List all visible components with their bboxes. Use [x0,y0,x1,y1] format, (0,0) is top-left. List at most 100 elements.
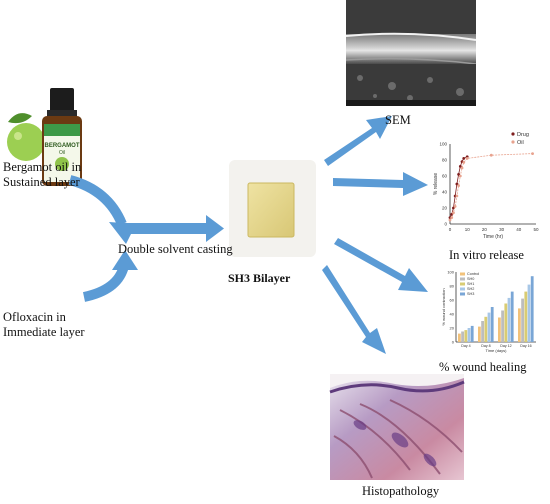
arrow-head-to-bilayer [206,215,224,242]
healing-label: % wound healing [439,360,527,374]
histopathology-label: Histopathology [362,484,440,498]
healing-bar-control [518,308,521,342]
release-x-tick-label: 40 [516,227,522,232]
healing-bar-sh2 [487,312,491,342]
healing-y-tick-label: 0 [452,340,455,345]
sem-label: SEM [385,113,411,127]
healing-bar-sh1 [484,316,488,342]
ofloxacin-label: Ofloxacin in Immediate layer [3,310,85,339]
arrow-to-healing [334,238,428,292]
healing-legend-label: SH2 [467,287,474,291]
healing-bar-sh1 [464,330,468,342]
arrow-to-release [333,172,428,196]
healing-bar-control [498,317,501,342]
healing-y-tick-label: 60 [450,298,455,303]
release-y-tick-label: 40 [442,190,448,195]
release-series-line-drug [449,156,468,218]
release-label: In vitro release [449,248,524,262]
casting-label: Double solvent casting [118,242,233,256]
bergamot-label: Bergamot oil in Sustained layer [3,160,82,189]
healing-bar-sh3 [510,291,514,342]
release-y-tick-label: 100 [439,142,447,147]
arrow-head-ofloxacin [112,250,138,270]
healing-legend-swatch-sh3 [460,292,465,296]
healing-bar-sh0 [481,321,484,342]
healing-bar-sh2 [507,297,511,342]
release-point-oil [458,174,462,178]
release-point-oil [460,166,464,170]
healing-legend-label: SH3 [467,292,474,296]
release-point-drug [462,157,466,160]
healing-bar-sh1 [524,291,528,342]
healing-x-tick-label: Day 4 [461,344,470,348]
healing-legend-swatch-control [460,272,465,276]
healing-bar-sh2 [467,328,471,342]
release-y-tick-label: 20 [442,206,448,211]
release-legend-label: Oil [517,140,524,146]
sem-micrograph-image [345,0,477,106]
bottle-brand-label: BERGAMOT [45,143,80,149]
healing-legend-swatch-sh0 [460,277,465,281]
healing-bar-sh2 [527,284,531,342]
healing-y-tick-label: 40 [450,312,455,317]
healing-y-tick-label: 20 [450,326,455,331]
healing-x-tick-label: Day 16 [520,344,531,348]
release-point-oil [465,157,469,160]
healing-bar-control [478,326,481,342]
output-arrows [322,116,428,354]
release-y-tick-label: 0 [444,222,447,227]
release-legend-label: Drug [517,132,529,138]
healing-bar-sh0 [521,298,524,342]
healing-bar-sh3 [490,307,494,342]
release-y-tick-label: 80 [442,158,448,163]
arrow-to-sem [324,116,392,166]
healing-bar-sh3 [470,325,474,342]
healing-legend-label: SH0 [467,277,474,281]
arrow-ofloxacin-to-casting [82,264,129,302]
bilayer-label: SH3 Bilayer [228,271,291,285]
healing-bar-sh0 [501,310,504,342]
healing-legend-label: SH1 [467,282,474,286]
release-x-tick-label: 0 [449,227,452,232]
bottle-sub-label: Oil [59,150,65,156]
release-y-tick-label: 60 [442,174,448,179]
release-x-tick-label: 20 [482,227,488,232]
release-point-oil [453,205,457,208]
arrow-casting-to-bilayer [120,223,208,234]
bilayer-film-image [229,160,316,257]
release-point-oil [489,153,493,157]
healing-x-tick-label: Day 12 [500,344,511,348]
healing-y-axis-label: % wound contraction [441,288,446,325]
release-point-oil [455,194,459,198]
release-point-oil [531,152,534,156]
healing-bar-sh1 [504,303,508,342]
release-point-oil [452,211,455,215]
healing-bar-sh0 [461,331,464,342]
release-x-tick-label: 30 [499,227,505,232]
bergamot-oil-bottle-icon: BERGAMOT Oil [42,88,82,186]
release-x-axis-label: Time (hr) [483,234,503,240]
healing-x-axis-label: Time (days) [486,348,508,353]
release-x-tick-label: 50 [533,227,539,232]
release-legend-marker-oil [511,140,515,144]
healing-legend-swatch-sh2 [460,287,465,291]
healing-bar-control [458,333,461,342]
release-series-line-oil [449,153,533,221]
release-y-axis-label: % release [433,173,439,195]
release-point-oil [457,184,460,188]
healing-y-tick-label: 100 [447,270,454,275]
healing-x-tick-label: Day 8 [481,344,490,348]
release-legend-marker-drug [511,132,515,136]
healing-bar-sh3 [530,276,534,342]
healing-y-tick-label: 80 [450,284,455,289]
histopathology-image [329,374,465,480]
arrow-bergamot-to-casting [68,175,127,227]
arrow-to-histo [322,265,386,354]
release-point-oil [450,216,454,220]
release-point-oil [448,218,452,222]
release-x-tick-label: 10 [465,227,471,232]
